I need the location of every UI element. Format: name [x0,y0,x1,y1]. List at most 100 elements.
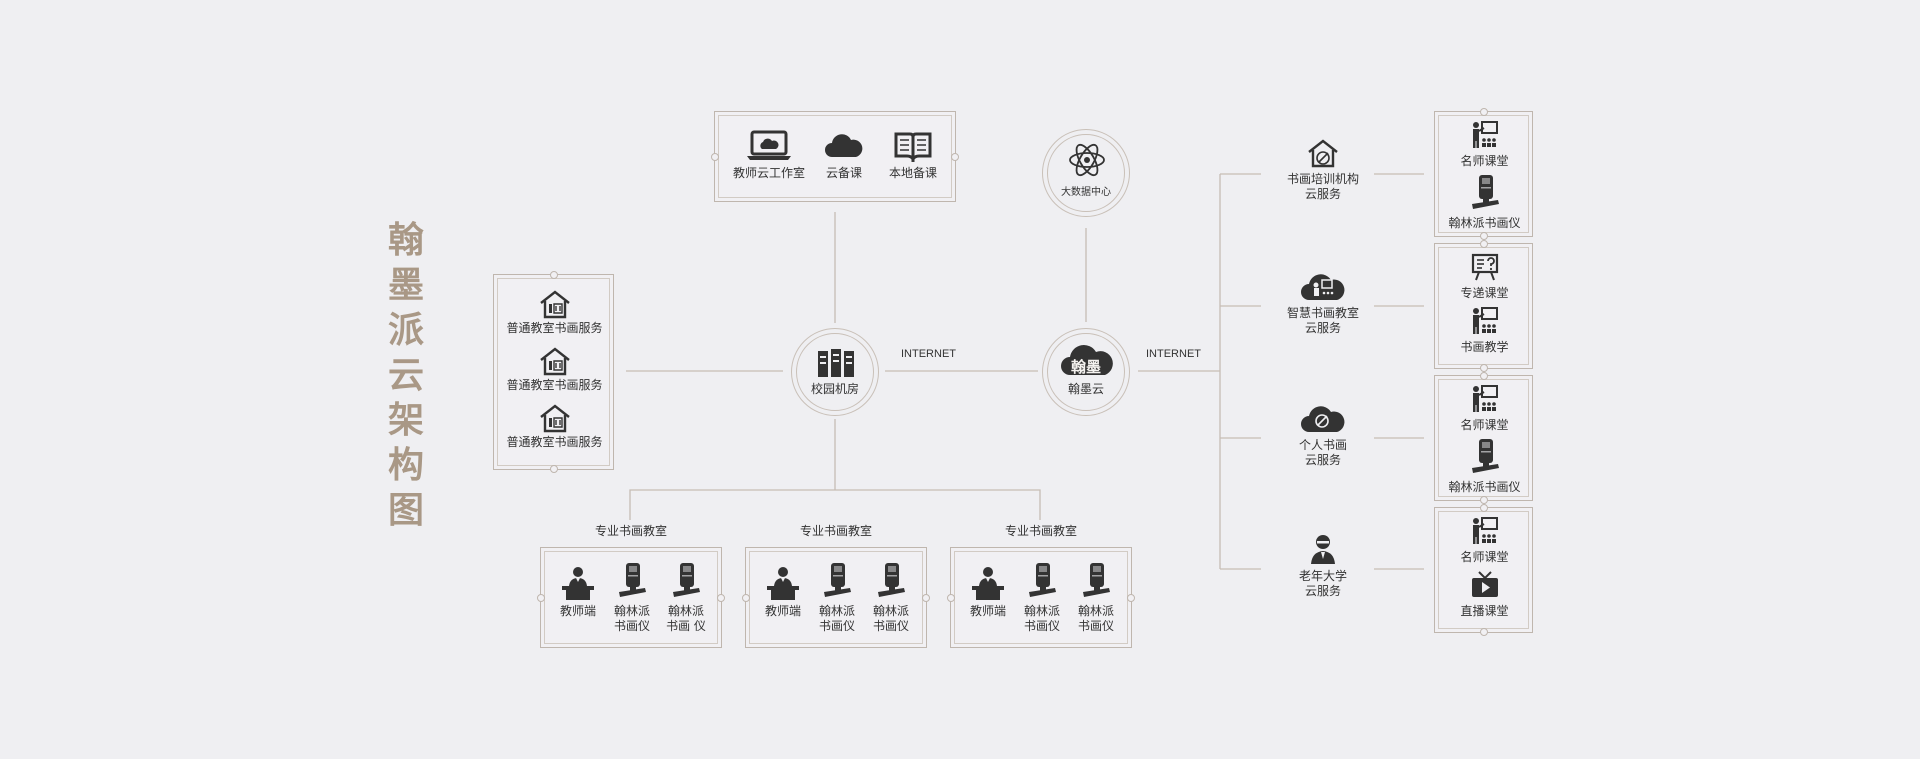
service-feature-item[interactable]: 名师课堂 [1435,120,1534,169]
teacher-resources-panel: 教师云工作室 云备课 本地备课 [711,111,959,202]
lecture-icon [1470,121,1500,154]
cloud-icon [825,134,863,157]
cloud-logo-icon [1061,344,1113,375]
service-feature-item[interactable]: 书画教学 [1435,306,1534,355]
feature-label: 专递课堂 [1460,286,1509,300]
hanmo-cloud-node[interactable]: 翰墨 翰墨云 [1042,328,1130,416]
service-feature-item[interactable]: 翰林派书画仪 [1435,438,1534,495]
lecture-icon [1470,385,1500,418]
item-label-line1: 教师端 [969,604,1006,618]
data-center-label: 大数据中心 [1061,187,1111,198]
service-feature-panel: 名师课堂翰林派书画仪 [1434,108,1534,240]
service-label-line1: 智慧书画教室 [1286,306,1359,320]
device-icon [617,563,647,604]
house-icon [538,347,572,380]
item-label: 普通教室书画服务 [506,378,603,392]
diagram-title: 翰墨派云架构图 [384,218,428,533]
item-label-line1: 翰林派 [667,604,704,618]
service-feature-item[interactable]: 名师课堂 [1435,516,1534,565]
local-lesson-prep[interactable]: 本地备课 [879,130,947,181]
atom-icon [1069,143,1105,177]
classroom-heading: 专业书画教室 [799,524,872,538]
service-label-line2: 云服务 [1304,584,1341,598]
campus-server-room-node[interactable]: 校园机房 [791,328,879,416]
professional-classroom-panel: 教师端翰林派书画仪翰林派书画 仪 [537,547,725,648]
device-icon [1081,563,1111,604]
classroom-heading: 专业书画教室 [1004,524,1077,538]
cloud-lesson-prep[interactable]: 云备课 [819,130,869,181]
service-feature-item[interactable]: 直播课堂 [1435,570,1534,619]
device-icon [1470,175,1500,216]
service-feature-panel: 专递课堂书画教学 [1434,240,1534,372]
teacher-terminal[interactable]: 教师端 [551,566,605,619]
hanmo-logo-text: 翰墨 [1070,358,1101,376]
campus-room-label: 校园机房 [810,382,859,396]
service-label-line1: 个人书画 [1298,438,1347,452]
calligraphy-device[interactable]: 翰林派书画仪 [864,562,918,634]
feature-label: 名师课堂 [1460,154,1509,168]
service-label-line1: 老年大学 [1298,569,1347,583]
feature-label: 直播课堂 [1460,604,1509,618]
item-label: 普通教室书画服务 [506,321,603,335]
tv-play-icon [1470,571,1500,604]
regular-classroom-panel: 普通教室书画服务普通教室书画服务普通教室书画服务 [493,271,615,473]
server-icon [818,349,854,377]
regular-classroom-service-item[interactable]: 普通教室书画服务 [494,403,615,450]
item-label-line1: 翰林派 [818,604,855,618]
service-feature-item[interactable]: 名师课堂 [1435,384,1534,433]
teacher-desk-icon [970,567,1006,604]
internet-label-right: INTERNET [1146,348,1201,360]
item-label-line2: 书画 仪 [666,619,706,633]
calligraphy-device[interactable]: 翰林派书画 仪 [659,562,713,634]
cloud-service-node[interactable]: 书画培训机构云服务 [1265,138,1381,202]
board-question-icon [1470,253,1500,286]
teacher-terminal[interactable]: 教师端 [756,566,810,619]
title-char: 翰 [387,219,424,261]
title-char: 构 [387,444,424,486]
feature-label: 翰林派书画仪 [1448,216,1521,230]
service-label-line1: 书画培训机构 [1286,172,1359,186]
service-label-line2: 云服务 [1304,321,1341,335]
item-label: 教师云工作室 [732,166,805,180]
item-label-line1: 翰林派 [613,604,650,618]
regular-classroom-service-item[interactable]: 普通教室书画服务 [494,289,615,336]
elder-person-icon [1308,535,1338,569]
device-icon [876,563,906,604]
internet-label-left: INTERNET [901,348,956,360]
service-feature-item[interactable]: 专递课堂 [1435,252,1534,301]
classroom-heading: 专业书画教室 [594,524,667,538]
calligraphy-device[interactable]: 翰林派书画仪 [1069,562,1123,634]
cloud-service-node[interactable]: 个人书画云服务 [1265,402,1381,468]
calligraphy-device[interactable]: 翰林派书画仪 [605,562,659,634]
service-label-line2: 云服务 [1304,187,1341,201]
professional-classroom-panel: 教师端翰林派书画仪翰林派书画仪 [947,547,1135,648]
service-feature-item[interactable]: 翰林派书画仪 [1435,174,1534,231]
item-label-line1: 教师端 [559,604,596,618]
item-label-line1: 翰林派 [872,604,909,618]
teacher-cloud-studio[interactable]: 教师云工作室 [729,130,809,181]
item-label-line1: 教师端 [764,604,801,618]
item-label-line1: 翰林派 [1077,604,1114,618]
item-label-line2: 书画仪 [1023,619,1060,633]
cloud-service-node[interactable]: 老年大学云服务 [1265,533,1381,599]
title-char: 墨 [387,264,424,306]
device-icon [671,563,701,604]
service-feature-panel: 名师课堂翰林派书画仪 [1434,372,1534,504]
title-char: 图 [387,489,424,531]
item-label: 云备课 [825,166,862,180]
cloud-service-node[interactable]: 智慧书画教室云服务 [1265,270,1381,336]
house-icon [538,404,572,437]
feature-label: 名师课堂 [1460,418,1509,432]
feature-label: 名师课堂 [1460,550,1509,564]
teacher-desk-icon [560,567,596,604]
hanmo-cloud-label: 翰墨云 [1067,382,1104,396]
regular-classroom-service-item[interactable]: 普通教室书画服务 [494,346,615,393]
laptop-cloud-icon [747,130,791,160]
calligraphy-device[interactable]: 翰林派书画仪 [810,562,864,634]
device-icon [1027,563,1057,604]
data-center-node[interactable]: 大数据中心 [1042,129,1130,217]
teacher-terminal[interactable]: 教师端 [961,566,1015,619]
feature-label: 翰林派书画仪 [1448,480,1521,494]
calligraphy-device[interactable]: 翰林派书画仪 [1015,562,1069,634]
